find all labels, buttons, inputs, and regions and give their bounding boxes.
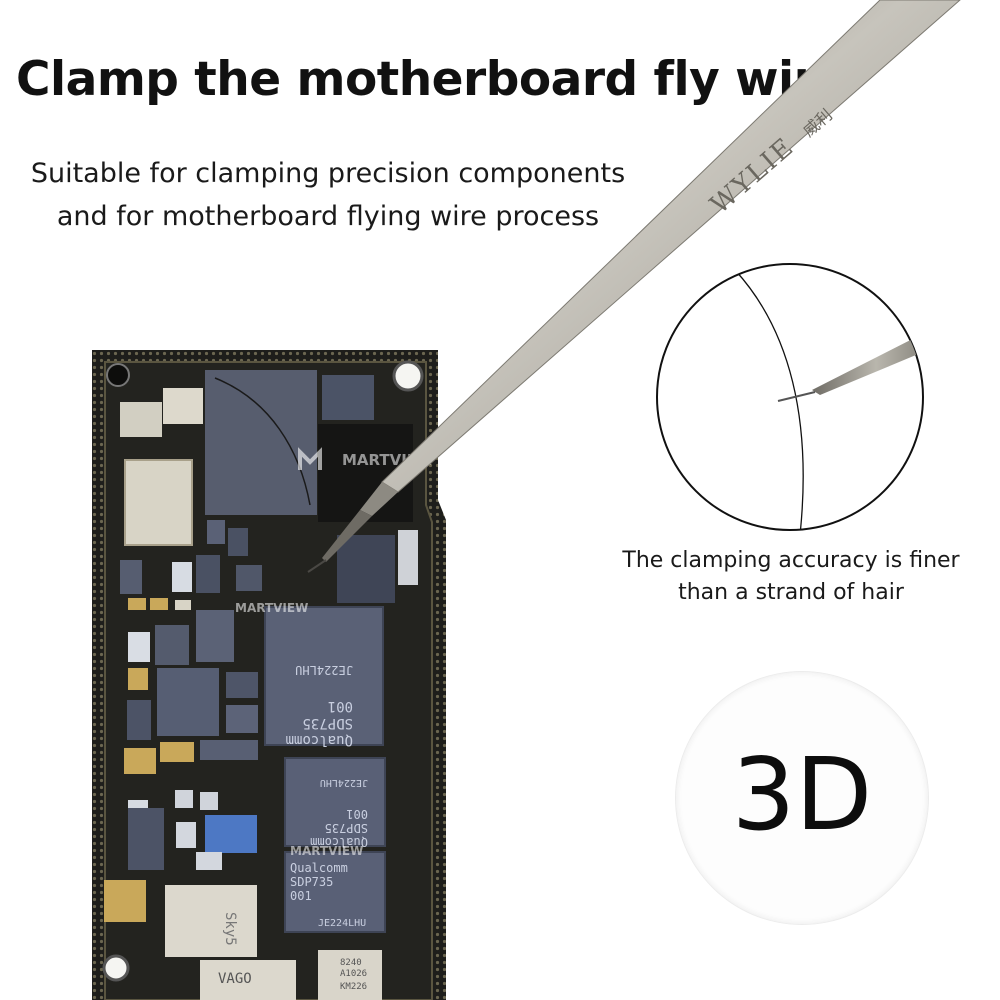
chip-third-line-3: 001 [290, 889, 312, 903]
chip-third-line-4: JE224LHU [318, 918, 366, 929]
chip-sky-label: Sky5 [222, 912, 238, 946]
chip-labels: Qualcomm SDP735 001 JE224LHU Qualcomm SD… [218, 663, 368, 992]
chip-second-line-2: SDP735 [325, 821, 368, 835]
motherboard [92, 350, 446, 1000]
watermark-logo-icon [298, 447, 322, 470]
badge-3d: 3D [731, 736, 873, 853]
zoom-circle [656, 263, 924, 531]
chip-main-line-3: 001 [328, 698, 353, 714]
chip-code-line-3: KM226 [340, 982, 367, 992]
subtitle: Suitable for clamping precision componen… [8, 152, 648, 238]
caption-line-2: than a strand of hair [678, 580, 904, 605]
chip-third-line-1: Qualcomm [290, 861, 348, 875]
chip-main-line-1: Qualcomm [286, 732, 353, 748]
watermark-2: MARTVIEW [235, 601, 308, 615]
accuracy-caption: The clamping accuracy is finer than a st… [605, 545, 977, 609]
badge-circle [676, 672, 928, 924]
chip-code-line-2: A1026 [340, 969, 367, 979]
subtitle-line-2: and for motherboard flying wire process [56, 201, 600, 232]
headline: Clamp the motherboard fly wire [16, 52, 848, 107]
chip-second-line-1: Qualcomm [310, 835, 368, 849]
watermark-3: MARTVIEW [290, 844, 363, 858]
chip-second-line-4: JE224LHU [320, 777, 368, 788]
chip-main-line-2: SDP735 [302, 715, 353, 731]
chip-vago-label: VAGO [218, 971, 252, 987]
caption-line-1: The clamping accuracy is finer [622, 548, 960, 573]
chip-second-line-3: 001 [346, 807, 368, 821]
subtitle-line-1: Suitable for clamping precision componen… [30, 158, 626, 189]
chip-code-line-1: 8240 [340, 958, 362, 968]
chip-main-line-4: JE224LHU [295, 663, 353, 677]
chip-third-line-2: SDP735 [290, 875, 333, 889]
